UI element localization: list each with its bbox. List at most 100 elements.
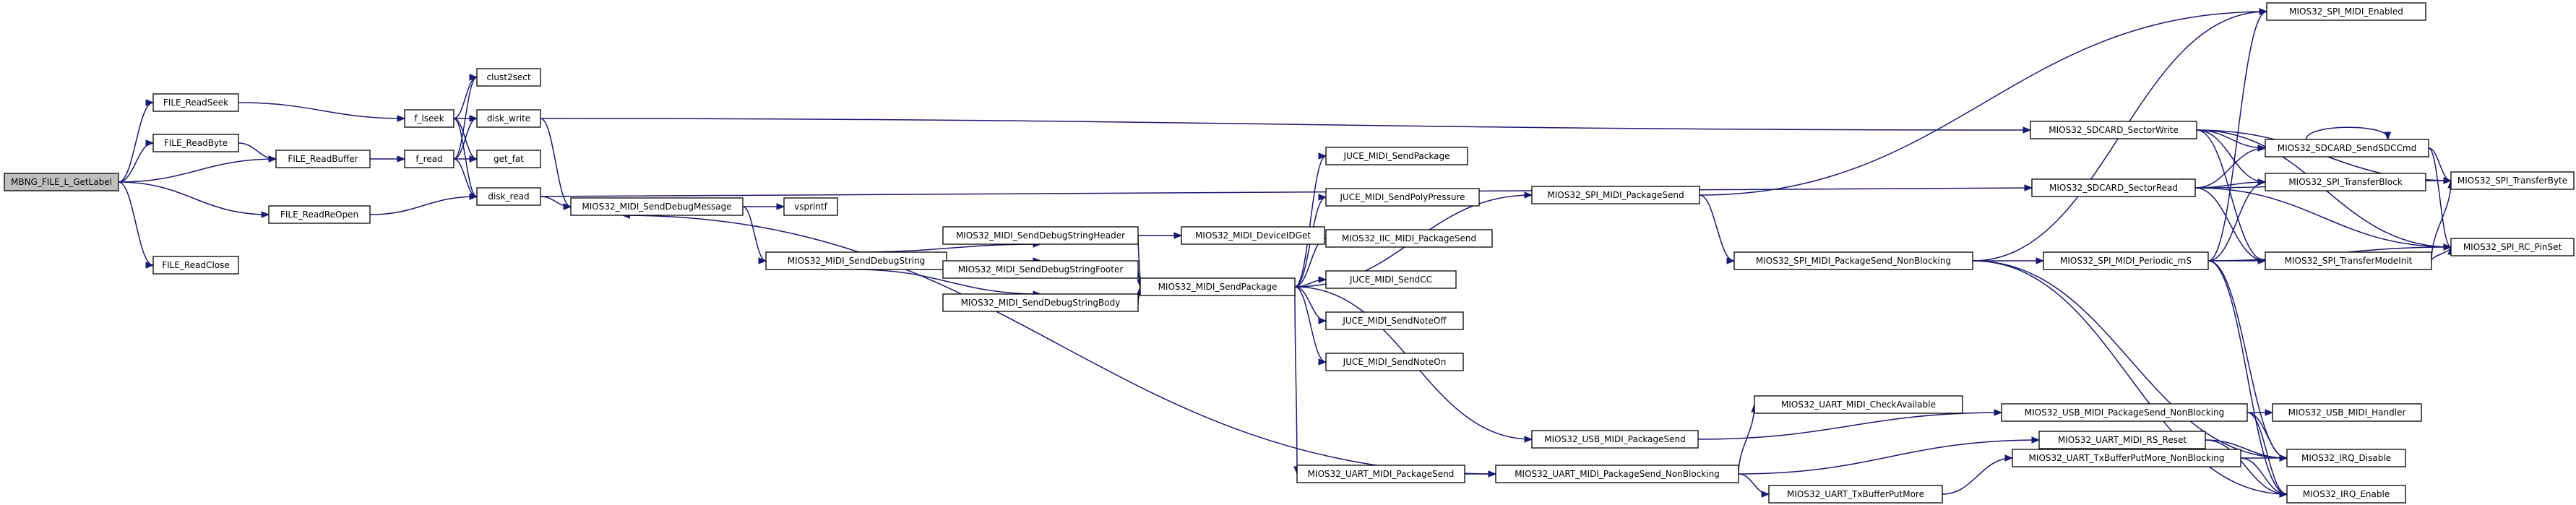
node-box: [1325, 311, 1464, 330]
edge-uart_nonblocking-to-uart_txputmore: [1738, 473, 1770, 498]
node-label: MIOS32_IIC_MIDI_PackageSend: [1342, 233, 1476, 243]
node-spi_transferblock[interactable]: MIOS32_SPI_TransferBlock: [2265, 173, 2426, 191]
node-uart_checkavail[interactable]: MIOS32_UART_MIDI_CheckAvailable: [1754, 395, 1963, 414]
node-box: [2450, 171, 2575, 190]
node-label: MIOS32_IRQ_Enable: [2303, 489, 2390, 499]
node-spi_transfermodeinit[interactable]: MIOS32_SPI_TransferModeInit: [2265, 251, 2432, 270]
node-spi_rc_pinset[interactable]: MIOS32_SPI_RC_PinSet: [2450, 238, 2575, 256]
node-label: FILE_ReadBuffer: [288, 154, 358, 164]
edge-sendpackage-to-juce_sendpackage: [1294, 152, 1327, 288]
node-box: [2265, 251, 2432, 270]
node-clust2sect[interactable]: clust2sect: [476, 68, 541, 87]
node-sdcard_sendcmd[interactable]: MIOS32_SDCARD_SendSDCCmd: [2265, 139, 2429, 157]
node-senddebugstring[interactable]: MIOS32_MIDI_SendDebugString: [765, 251, 947, 270]
node-senddebugheader[interactable]: MIOS32_MIDI_SendDebugStringHeader: [942, 226, 1139, 245]
edge-root-to-readbyte: [118, 139, 155, 183]
node-irq_enable[interactable]: MIOS32_IRQ_Enable: [2286, 485, 2406, 504]
node-fread[interactable]: f_read: [404, 150, 455, 168]
node-spi_transferbyte[interactable]: MIOS32_SPI_TransferByte: [2450, 171, 2575, 190]
node-sdcard_read[interactable]: MIOS32_SDCARD_SectorRead: [2031, 178, 2196, 197]
node-usb_handler[interactable]: MIOS32_USB_MIDI_Handler: [2272, 403, 2422, 422]
node-senddebugmsg[interactable]: MIOS32_MIDI_SendDebugMessage: [570, 197, 744, 216]
node-label: MIOS32_MIDI_DeviceIDGet: [1195, 230, 1311, 241]
edge-usb_nonblocking-to-irq_enable: [2247, 412, 2288, 498]
node-label: f_read: [415, 154, 442, 164]
edge-root-to-readreopen: [118, 181, 270, 218]
node-juce_cc[interactable]: JUCE_MIDI_SendCC: [1325, 270, 1457, 289]
node-box: [2012, 449, 2241, 467]
edge-spi_packagesend-to-spi_enabled: [1699, 8, 2268, 196]
node-box: [1296, 465, 1465, 483]
node-label: FILE_ReadByte: [164, 138, 228, 148]
node-juce_sendpackage[interactable]: JUCE_MIDI_SendPackage: [1325, 147, 1468, 165]
node-spi_enabled[interactable]: MIOS32_SPI_MIDI_Enabled: [2266, 2, 2426, 21]
node-uart_packagesend[interactable]: MIOS32_UART_MIDI_PackageSend: [1296, 465, 1465, 483]
node-readbuffer[interactable]: FILE_ReadBuffer: [275, 150, 371, 168]
edge-sdcard_sendcmd-to-spi_transferbyte: [2428, 147, 2452, 184]
edge-sendpackage-to-juce_noteon: [1294, 286, 1327, 366]
node-label: MIOS32_UART_MIDI_RS_Reset: [2058, 435, 2187, 445]
node-spi_packagesend[interactable]: MIOS32_SPI_MIDI_PackageSend: [1531, 186, 1700, 204]
node-box: [1325, 270, 1457, 289]
node-sdcard_write[interactable]: MIOS32_SDCARD_SectorWrite: [2030, 121, 2197, 139]
node-box: [268, 205, 371, 224]
node-iic_packagesend[interactable]: MIOS32_IIC_MIDI_PackageSend: [1325, 229, 1493, 248]
node-uart_nonblocking[interactable]: MIOS32_UART_MIDI_PackageSend_NonBlocking: [1495, 465, 1739, 483]
node-box: [2286, 485, 2406, 504]
node-label: MIOS32_IRQ_Disable: [2301, 453, 2391, 463]
node-box: [404, 109, 455, 128]
node-diskwrite[interactable]: disk_write: [476, 109, 541, 128]
node-readseek[interactable]: FILE_ReadSeek: [152, 93, 239, 112]
edge-senddebugmsg-to-senddebugstring: [742, 206, 767, 264]
node-label: MIOS32_MIDI_SendDebugStringBody: [961, 298, 1121, 308]
node-juce_polypressure[interactable]: JUCE_MIDI_SendPolyPressure: [1325, 188, 1480, 207]
node-box: [1531, 430, 1699, 449]
edge-sendpackage-to-uart_packagesend: [1293, 286, 1301, 475]
node-juce_noteoff[interactable]: JUCE_MIDI_SendNoteOff: [1325, 311, 1464, 330]
node-box: [275, 150, 371, 168]
node-uart_txputmore_nb[interactable]: MIOS32_UART_TxBufferPutMore_NonBlocking: [2012, 449, 2241, 467]
node-label: MIOS32_UART_TxBufferPutMore: [1787, 489, 1924, 499]
node-deviceidget[interactable]: MIOS32_MIDI_DeviceIDGet: [1181, 226, 1325, 245]
edge-uart_nonblocking-to-uart_rsreset: [1738, 436, 2041, 475]
node-label: MIOS32_UART_TxBufferPutMore_NonBlocking: [2029, 453, 2225, 463]
node-label: MBNG_FILE_L_GetLabel: [11, 177, 112, 187]
node-label: get_fat: [494, 154, 524, 164]
node-usb_packagesend[interactable]: MIOS32_USB_MIDI_PackageSend: [1531, 430, 1699, 449]
node-label: JUCE_MIDI_SendPackage: [1343, 151, 1450, 161]
node-readreopen[interactable]: FILE_ReadReOpen: [268, 205, 371, 224]
edge-uart_txputmore_nb-to-irq_disable: [2241, 454, 2288, 462]
node-uart_txputmore[interactable]: MIOS32_UART_TxBufferPutMore: [1768, 485, 1943, 504]
node-label: JUCE_MIDI_SendCC: [1349, 275, 1432, 285]
node-box: [1325, 188, 1480, 207]
node-spi_periodic[interactable]: MIOS32_SPI_MIDI_Periodic_mS: [2043, 251, 2209, 270]
edge-root-to-readbuffer: [118, 155, 277, 183]
node-readbyte[interactable]: FILE_ReadByte: [152, 134, 239, 152]
node-readclose[interactable]: FILE_ReadClose: [152, 256, 239, 275]
node-uart_rsreset[interactable]: MIOS32_UART_MIDI_RS_Reset: [2038, 431, 2206, 449]
edge-uart_nonblocking-to-senddebugmsg: [621, 212, 1496, 475]
node-usb_nonblocking[interactable]: MIOS32_USB_MIDI_PackageSend_NonBlocking: [2001, 403, 2248, 422]
node-box: [783, 197, 838, 216]
node-root[interactable]: MBNG_FILE_L_GetLabel: [4, 173, 119, 191]
node-box: [2265, 173, 2426, 191]
node-flseek[interactable]: f_lseek: [404, 109, 455, 128]
node-box: [1733, 251, 1973, 270]
node-box: [2038, 431, 2206, 449]
edge-diskread-to-sdcard_read: [540, 184, 2033, 197]
node-senddebugbody[interactable]: MIOS32_MIDI_SendDebugStringBody: [942, 293, 1139, 312]
node-diskread[interactable]: disk_read: [476, 187, 541, 206]
edge-fread-to-clust2sect: [453, 74, 478, 160]
node-getfat[interactable]: get_fat: [476, 150, 541, 168]
node-irq_disable[interactable]: MIOS32_IRQ_Disable: [2286, 449, 2406, 467]
node-juce_noteon[interactable]: JUCE_MIDI_SendNoteOn: [1325, 353, 1464, 371]
node-vsprintf[interactable]: vsprintf: [783, 197, 838, 216]
node-spi_nonblocking[interactable]: MIOS32_SPI_MIDI_PackageSend_NonBlocking: [1733, 251, 1973, 270]
node-label: disk_write: [487, 113, 530, 124]
node-label: MIOS32_MIDI_SendDebugStringFooter: [958, 264, 1124, 275]
node-label: MIOS32_USB_MIDI_PackageSend: [1544, 434, 1686, 444]
node-box: [2001, 403, 2248, 422]
node-sendpackage[interactable]: MIOS32_MIDI_SendPackage: [1140, 277, 1296, 296]
node-senddebugfooter[interactable]: MIOS32_MIDI_SendDebugStringFooter: [942, 260, 1139, 279]
